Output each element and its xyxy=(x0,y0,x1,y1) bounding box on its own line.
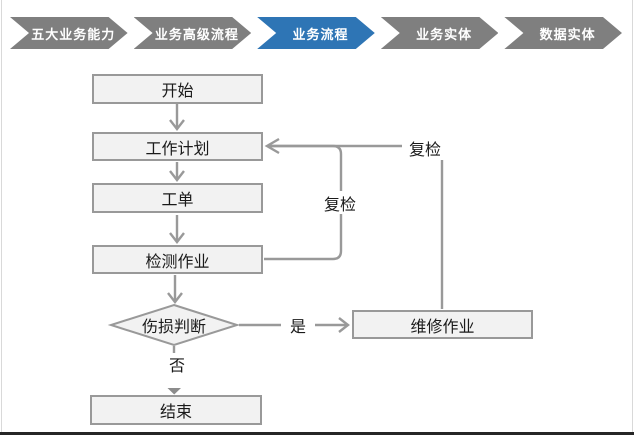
arrowhead-judge-to-repair xyxy=(338,317,350,333)
flow-node-repair: 维修作业 xyxy=(352,310,533,339)
edge-label-text: 复检 xyxy=(408,142,441,159)
edge-label-text: 否 xyxy=(168,358,185,375)
node-label: 开始 xyxy=(161,83,194,100)
edge-label-recheck-outer: 复检 xyxy=(402,136,448,160)
flow-node-inspection: 检测作业 xyxy=(92,245,263,274)
breadcrumb-step-label: 业务高级流程 xyxy=(154,26,239,42)
arrowhead-judge-to-end xyxy=(167,388,181,395)
breadcrumb-step-label: 业务实体 xyxy=(416,26,473,42)
flow-node-end: 结束 xyxy=(90,395,262,425)
flow-node-start: 开始 xyxy=(92,74,263,104)
decision-diamond-shape xyxy=(107,303,241,347)
node-label: 维修作业 xyxy=(410,318,475,336)
frame-bottom-border xyxy=(0,432,634,435)
edge-repair-recheck-loop xyxy=(269,144,444,309)
edge-label-no: 否 xyxy=(161,353,193,375)
node-label: 结束 xyxy=(159,404,192,421)
breadcrumb-step-label: 业务流程 xyxy=(292,26,349,42)
breadcrumb-step-business-process[interactable]: 业务流程 xyxy=(257,17,375,49)
frame-right-border xyxy=(632,0,633,433)
node-label: 伤损判断 xyxy=(141,319,206,336)
arrowhead-order-to-inspect xyxy=(169,232,185,244)
frame-left-border xyxy=(1,0,2,433)
breadcrumb-step-highlevel-process[interactable]: 业务高级流程 xyxy=(134,17,252,49)
node-label: 工单 xyxy=(161,192,194,209)
flow-node-work-order: 工单 xyxy=(92,183,263,213)
arrowhead-start-to-plan xyxy=(169,119,185,131)
breadcrumb-step-capabilities[interactable]: 五大业务能力 xyxy=(10,17,128,49)
arrowhead-inspect-to-judge xyxy=(167,292,183,304)
arrowhead-recheck-into-plan xyxy=(264,137,280,155)
node-label: 工作计划 xyxy=(145,140,210,158)
edge-label-recheck-loop: 复检 xyxy=(319,191,361,214)
arrowhead-plan-to-order xyxy=(169,170,185,182)
edge-label-text: 复检 xyxy=(323,196,356,214)
breadcrumb-step-label: 五大业务能力 xyxy=(31,26,116,42)
edge-label-text: 是 xyxy=(289,318,306,336)
edge-label-yes: 是 xyxy=(281,313,315,336)
process-breadcrumb: 五大业务能力 业务高级流程 业务流程 业务实体 数据实体 xyxy=(10,17,622,49)
breadcrumb-step-data-entity[interactable]: 数据实体 xyxy=(504,17,622,49)
flow-node-work-plan: 工作计划 xyxy=(92,132,263,161)
flow-node-damage-decision: 伤损判断 xyxy=(111,305,237,345)
breadcrumb-step-label: 数据实体 xyxy=(539,26,596,42)
node-label: 检测作业 xyxy=(145,253,210,271)
breadcrumb-step-business-entity[interactable]: 业务实体 xyxy=(381,17,499,49)
